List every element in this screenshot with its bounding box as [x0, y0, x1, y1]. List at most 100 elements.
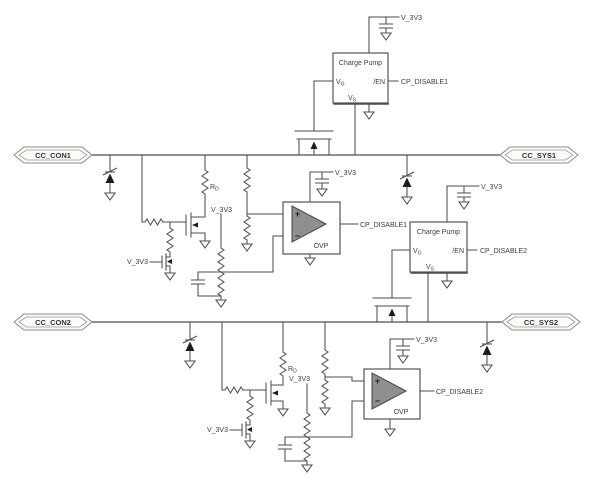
- ground-icon: [304, 257, 316, 266]
- tvs-diode-cc2-b: [479, 321, 495, 373]
- supply-label-v3v3: V_3V3: [401, 15, 422, 22]
- net-flag-cc-con1: CC_CON1: [13, 146, 93, 164]
- resistor-icon: [243, 215, 251, 241]
- capacitor-icon: [277, 444, 293, 450]
- mosfet-arrow-icon: [388, 308, 396, 316]
- ovp-label: OVP: [394, 409, 409, 416]
- supply-label-v3v3: V_3V3: [211, 207, 232, 214]
- pulldown-fet-2: [265, 380, 289, 417]
- resistor-icon: [217, 247, 225, 273]
- comparator-plus-input: +: [295, 209, 300, 219]
- signal-label-cp-disable2: CP_DISABLE2: [436, 389, 483, 396]
- ground-icon: [241, 243, 253, 252]
- supply-label-v3v3: V_3V3: [335, 170, 356, 177]
- net-flag-inner-outline: [504, 149, 574, 161]
- ground-icon: [215, 299, 227, 308]
- ground-icon: [481, 364, 493, 373]
- ground-icon: [363, 111, 375, 120]
- signal-label-cp-disable1: CP_DISABLE1: [360, 222, 407, 229]
- ground-icon: [401, 196, 413, 205]
- net-label-cc-con1: CC_CON1: [35, 151, 71, 160]
- net-label-cc-con2: CC_CON2: [35, 318, 71, 327]
- comparator-minus-input: −: [375, 396, 380, 406]
- rd-pulldown-resistor-2: RD: [279, 321, 297, 386]
- supply-label-v3v3: V_3V3: [127, 259, 148, 266]
- mosfet-arrow-icon: [247, 427, 252, 432]
- net-flag-cc-con2: CC_CON2: [13, 313, 93, 331]
- resistor-icon: [279, 351, 287, 377]
- net-flag-cc-sys2: CC_SYS2: [501, 313, 581, 331]
- pin-label-en: /EN: [373, 79, 385, 86]
- resistor-icon: [243, 167, 251, 193]
- net-flag-shape: [13, 313, 93, 331]
- resistor-icon: [321, 379, 329, 405]
- ground-icon: [316, 188, 328, 197]
- signal-label-cp-disable2: CP_DISABLE2: [480, 248, 527, 255]
- net-flag-cc-sys1: CC_SYS1: [499, 146, 579, 164]
- tvs-diode-cc1-b: [399, 154, 415, 205]
- pin-label-en: /EN: [452, 248, 464, 255]
- net-flag-inner-outline: [506, 316, 576, 328]
- supply-label-v3v3: V_3V3: [289, 376, 310, 383]
- ground-icon: [184, 360, 196, 369]
- capacitor-icon: [190, 279, 206, 285]
- resistor-icon: [303, 436, 311, 462]
- comparator-plus-input: +: [375, 376, 380, 386]
- comparator-triangle-icon: [371, 372, 408, 410]
- gate-feed-network-2: [221, 321, 267, 394]
- ground-icon: [384, 428, 396, 437]
- pin-label-vs: VS: [426, 264, 435, 273]
- ground-icon: [244, 440, 256, 449]
- capacitor-icon: [378, 23, 394, 29]
- supply-label-v3v3: V_3V3: [416, 337, 437, 344]
- sense-divider-2: [319, 321, 373, 416]
- pass-fet-2: [372, 249, 412, 323]
- comparator-triangle-icon: [291, 205, 328, 243]
- ground-icon: [199, 240, 211, 249]
- ground-icon: [380, 32, 392, 41]
- ground-icon: [397, 355, 409, 364]
- ovp-comparator-2: V_3V3 + − OVP CP_DISABLE2: [363, 337, 483, 437]
- ground-icon: [277, 408, 289, 417]
- resistor-icon: [144, 218, 164, 226]
- supply-label-v3v3: V_3V3: [481, 184, 502, 191]
- ground-icon: [441, 280, 453, 289]
- ground-icon: [104, 192, 116, 201]
- reference-filter-1: V_3V3: [190, 207, 293, 308]
- pin-label-vg: VG: [336, 79, 345, 88]
- ovp-label: OVP: [314, 243, 329, 250]
- pulldown-fet-1: [185, 212, 211, 249]
- resistor-icon: [166, 227, 174, 253]
- signal-label-cp-disable1: CP_DISABLE1: [401, 79, 448, 86]
- supply-label-v3v3: V_3V3: [207, 427, 228, 434]
- mosfet-arrow-icon: [192, 222, 198, 228]
- resistor-icon: [201, 169, 209, 195]
- resistor-icon: [321, 349, 329, 375]
- charge-pump-box: [332, 52, 389, 104]
- ground-icon: [319, 407, 331, 416]
- rd-label: RD: [288, 366, 297, 375]
- net-flag-inner-outline: [18, 316, 88, 328]
- net-label-cc-sys2: CC_SYS2: [524, 318, 558, 327]
- mosfet-arrow-icon: [272, 390, 278, 396]
- bias-fet-1: V_3V3: [127, 221, 176, 281]
- net-flag-shape: [501, 313, 581, 331]
- net-flag-shape: [13, 146, 93, 164]
- ovp-comparator-1: V_3V3 + − OVP CP_DISABLE1: [282, 170, 407, 266]
- comparator-minus-input: −: [295, 231, 300, 241]
- gate-feed-network-1: [141, 154, 187, 226]
- net-flag-shape: [499, 146, 579, 164]
- capacitor-icon: [456, 192, 472, 198]
- charge-pump-2: V_3V3 Charge Pump VG /EN VS CP_DISABLE2: [391, 184, 527, 323]
- mosfet-arrow-icon: [310, 141, 318, 149]
- charge-pump-1: V_3V3 Charge Pump VG /EN VS CP_DISABLE1: [313, 15, 448, 156]
- pass-fet-1: [294, 80, 334, 156]
- capacitor-icon: [395, 345, 411, 351]
- rd-label: RD: [210, 184, 219, 193]
- pin-label-vg: VG: [413, 248, 422, 257]
- charge-pump-title: Charge Pump: [417, 229, 460, 236]
- sense-divider-1: [241, 154, 293, 252]
- net-label-cc-sys1: CC_SYS1: [522, 151, 556, 160]
